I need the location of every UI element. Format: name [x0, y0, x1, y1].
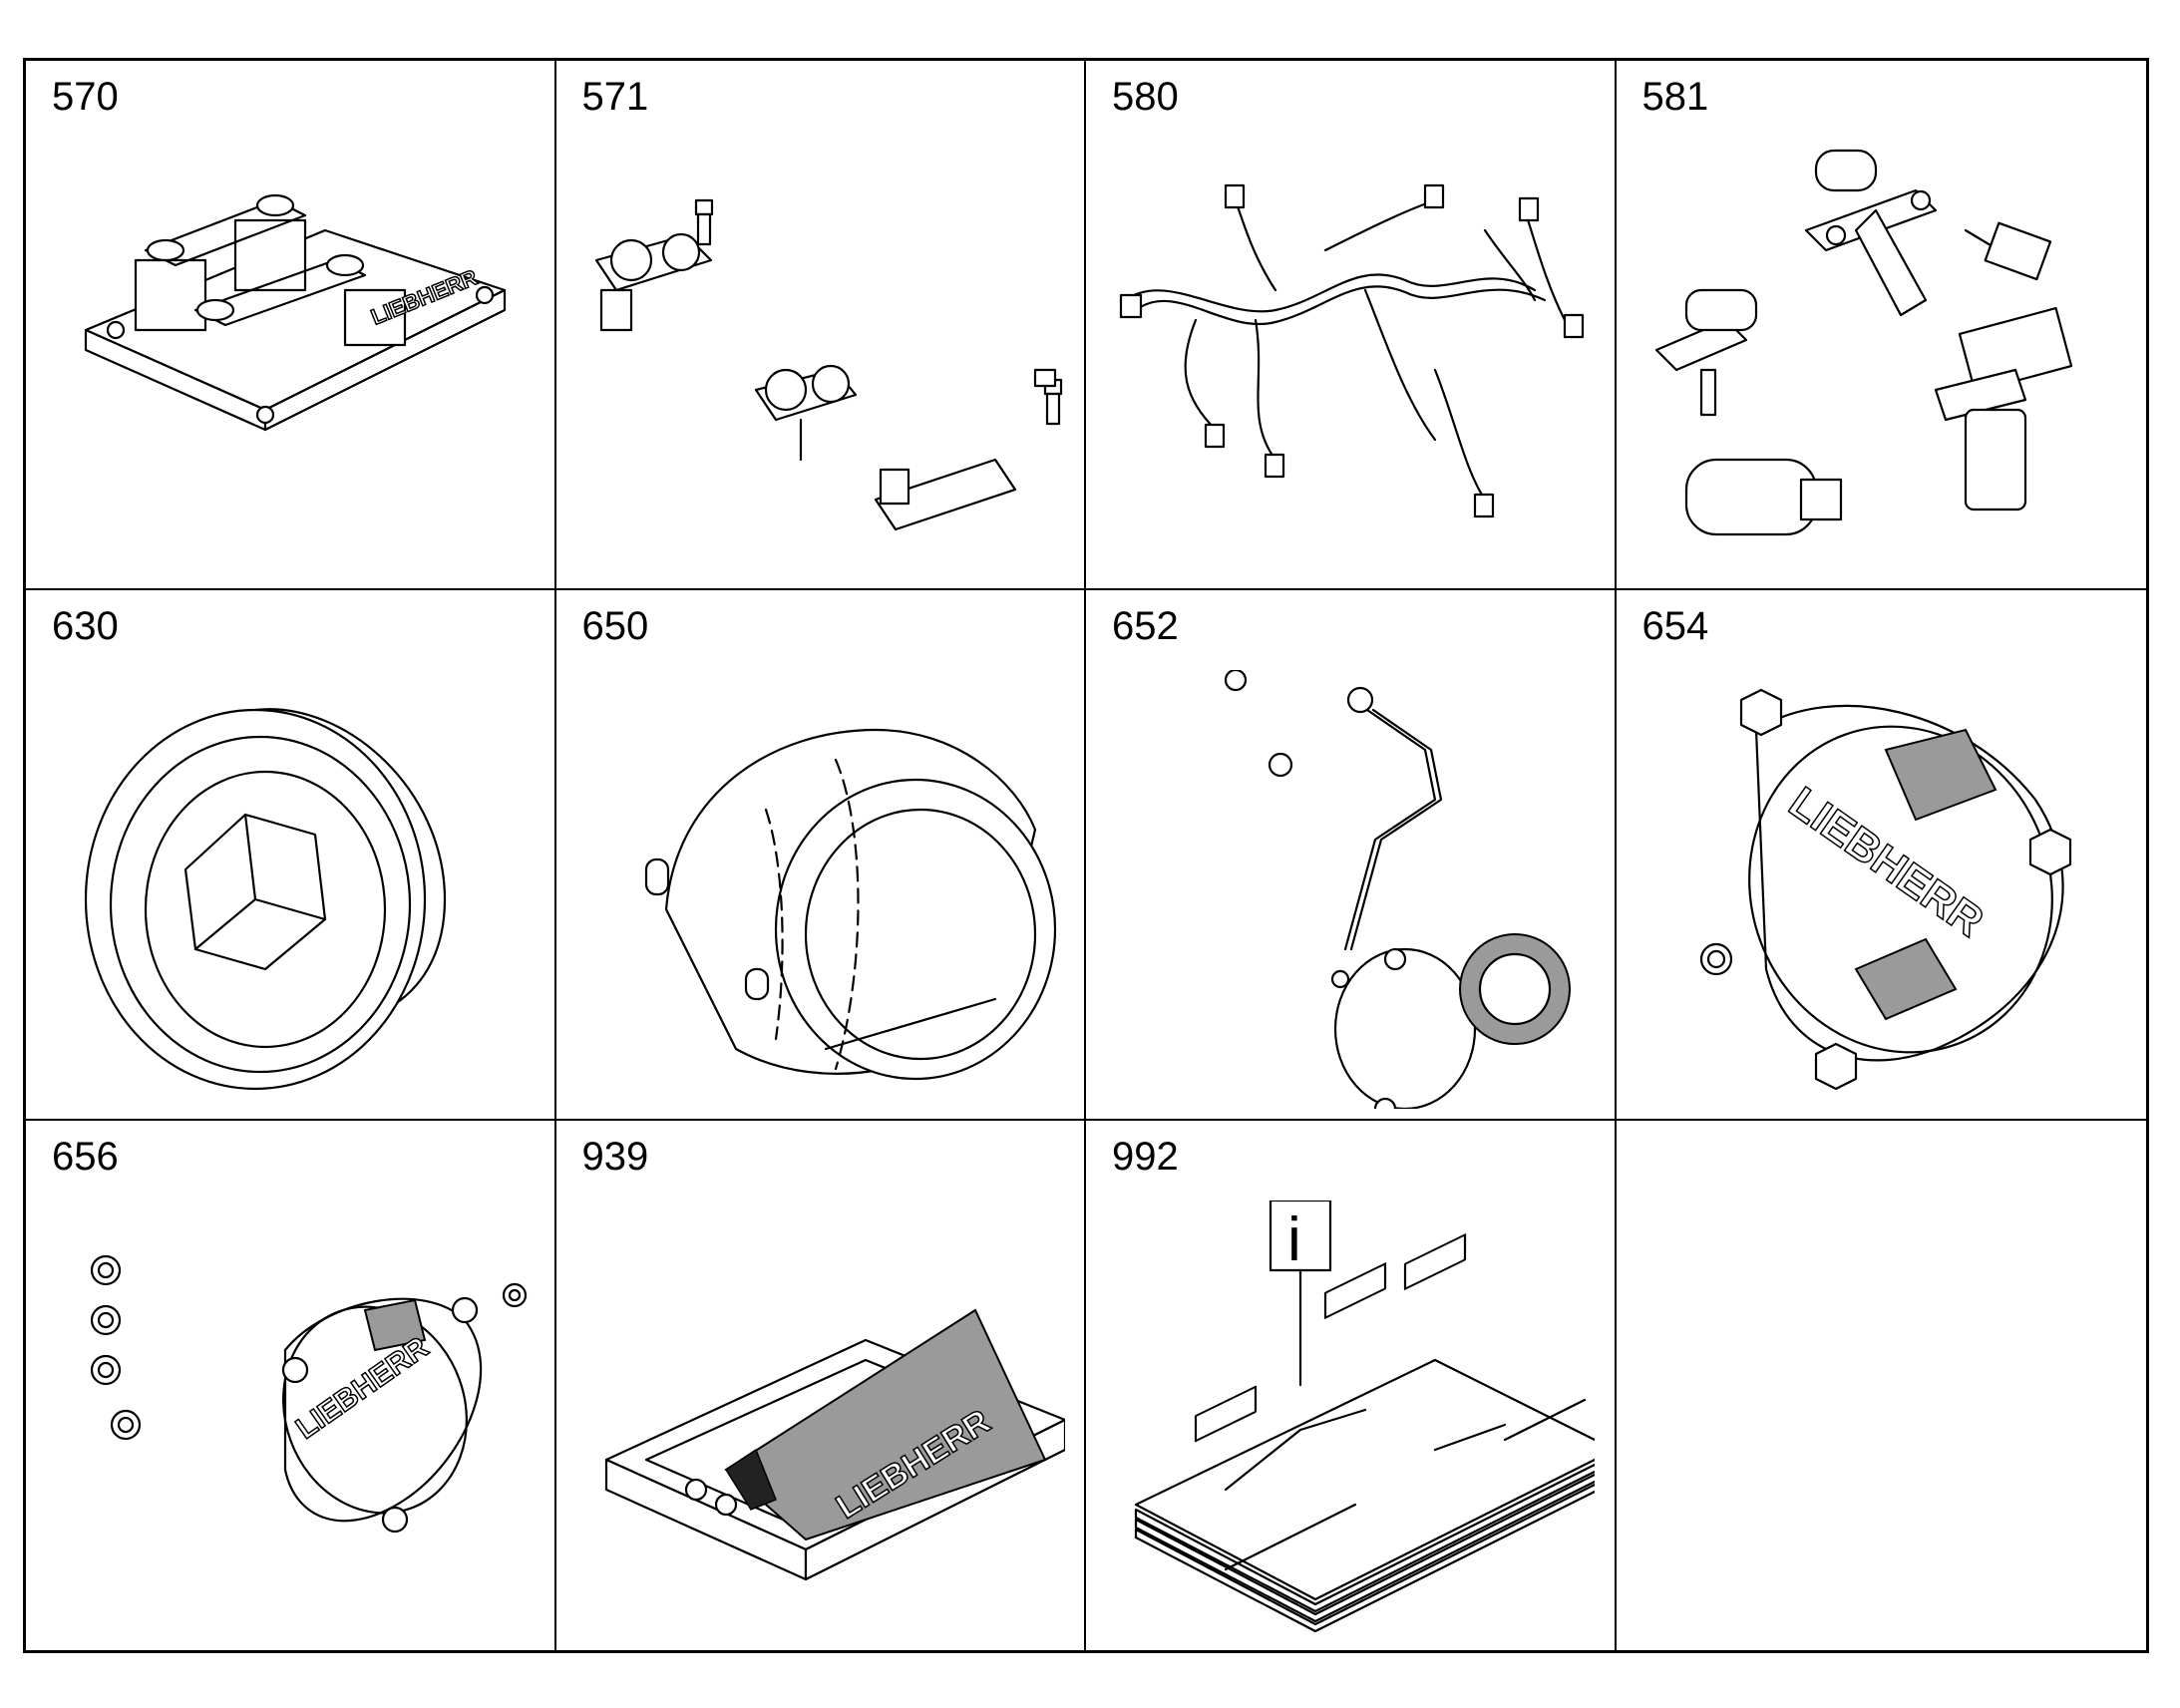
- wiring-harness-icon: [1119, 183, 1585, 518]
- part-number: 650: [581, 604, 649, 649]
- manual-case-icon: LIEBHERR: [604, 1308, 1065, 1580]
- cover-plate-icon: LIEBHERR: [1699, 689, 2071, 1091]
- info-box: [1269, 1199, 1332, 1271]
- info-documents-icon: i: [1134, 1199, 1595, 1632]
- part-cell-656[interactable]: 656 LIEBHERR: [26, 1120, 556, 1650]
- part-number: 630: [52, 604, 119, 649]
- part-number: 580: [1112, 75, 1179, 119]
- pipe-clamps-icon: [594, 198, 1062, 531]
- parts-grid: 570 LIEBHERR 571: [23, 58, 2149, 1653]
- part-cell-581[interactable]: 581: [1616, 61, 2146, 591]
- part-number: 992: [1112, 1134, 1179, 1179]
- part-number: 654: [1641, 604, 1709, 649]
- part-cell-571[interactable]: 571: [555, 61, 1086, 591]
- part-cell-939[interactable]: 939 LIEBHERR: [556, 1120, 1086, 1650]
- part-number: 570: [52, 75, 119, 119]
- part-cell-580[interactable]: 580: [1086, 61, 1617, 591]
- cover-kit-icon: LIEBHERR: [90, 1254, 528, 1533]
- screw-plug-icon: [84, 708, 447, 1091]
- part-number: 652: [1112, 604, 1179, 649]
- part-number: 656: [52, 1134, 119, 1179]
- part-cell-630[interactable]: 630: [26, 590, 556, 1121]
- part-cell-652[interactable]: 652: [1086, 590, 1617, 1121]
- empty-cell: [1617, 1121, 2147, 1650]
- part-number: 581: [1641, 75, 1709, 119]
- part-cell-650[interactable]: 650: [555, 590, 1086, 1121]
- part-number: 571: [581, 75, 649, 119]
- valve-block-icon: LIEBHERR: [84, 193, 507, 432]
- part-cell-992[interactable]: 992 i: [1086, 1120, 1617, 1650]
- info-symbol: i: [1287, 1205, 1301, 1274]
- part-number: 939: [581, 1134, 649, 1179]
- part-cell-654[interactable]: 654 LIEBHERR: [1616, 590, 2146, 1121]
- drive-pump-icon: [1224, 670, 1571, 1110]
- part-cell-570[interactable]: 570 LIEBHERR: [26, 61, 556, 591]
- flywheel-housing-icon: [644, 729, 1056, 1081]
- sensors-icon: [1654, 149, 2072, 536]
